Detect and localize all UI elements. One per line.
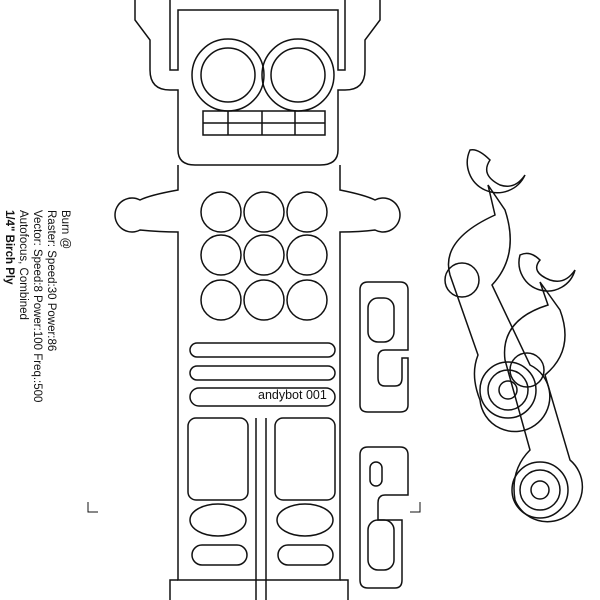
autofocus-setting: Autofocus, Combined <box>17 210 29 320</box>
registration-marks <box>87 502 421 513</box>
robot-body <box>114 165 401 600</box>
vector-settings: Vector: Speed:8 Power:100 Freq.:500 <box>31 210 43 403</box>
burn-heading: Burn @ <box>59 210 71 250</box>
arm-left <box>444 148 551 433</box>
robot-head <box>134 0 381 166</box>
raster-settings: Raster: Speed:30 Power:86 <box>45 210 57 352</box>
arm-right <box>503 252 584 523</box>
material-label: 1/4" Birch Ply <box>3 210 15 285</box>
burn-settings-notes: Burn @ Raster: Speed:30 Power:86 Vector:… <box>2 210 72 403</box>
part-label: andybot 001 <box>258 388 327 402</box>
side-pieces <box>359 281 409 589</box>
